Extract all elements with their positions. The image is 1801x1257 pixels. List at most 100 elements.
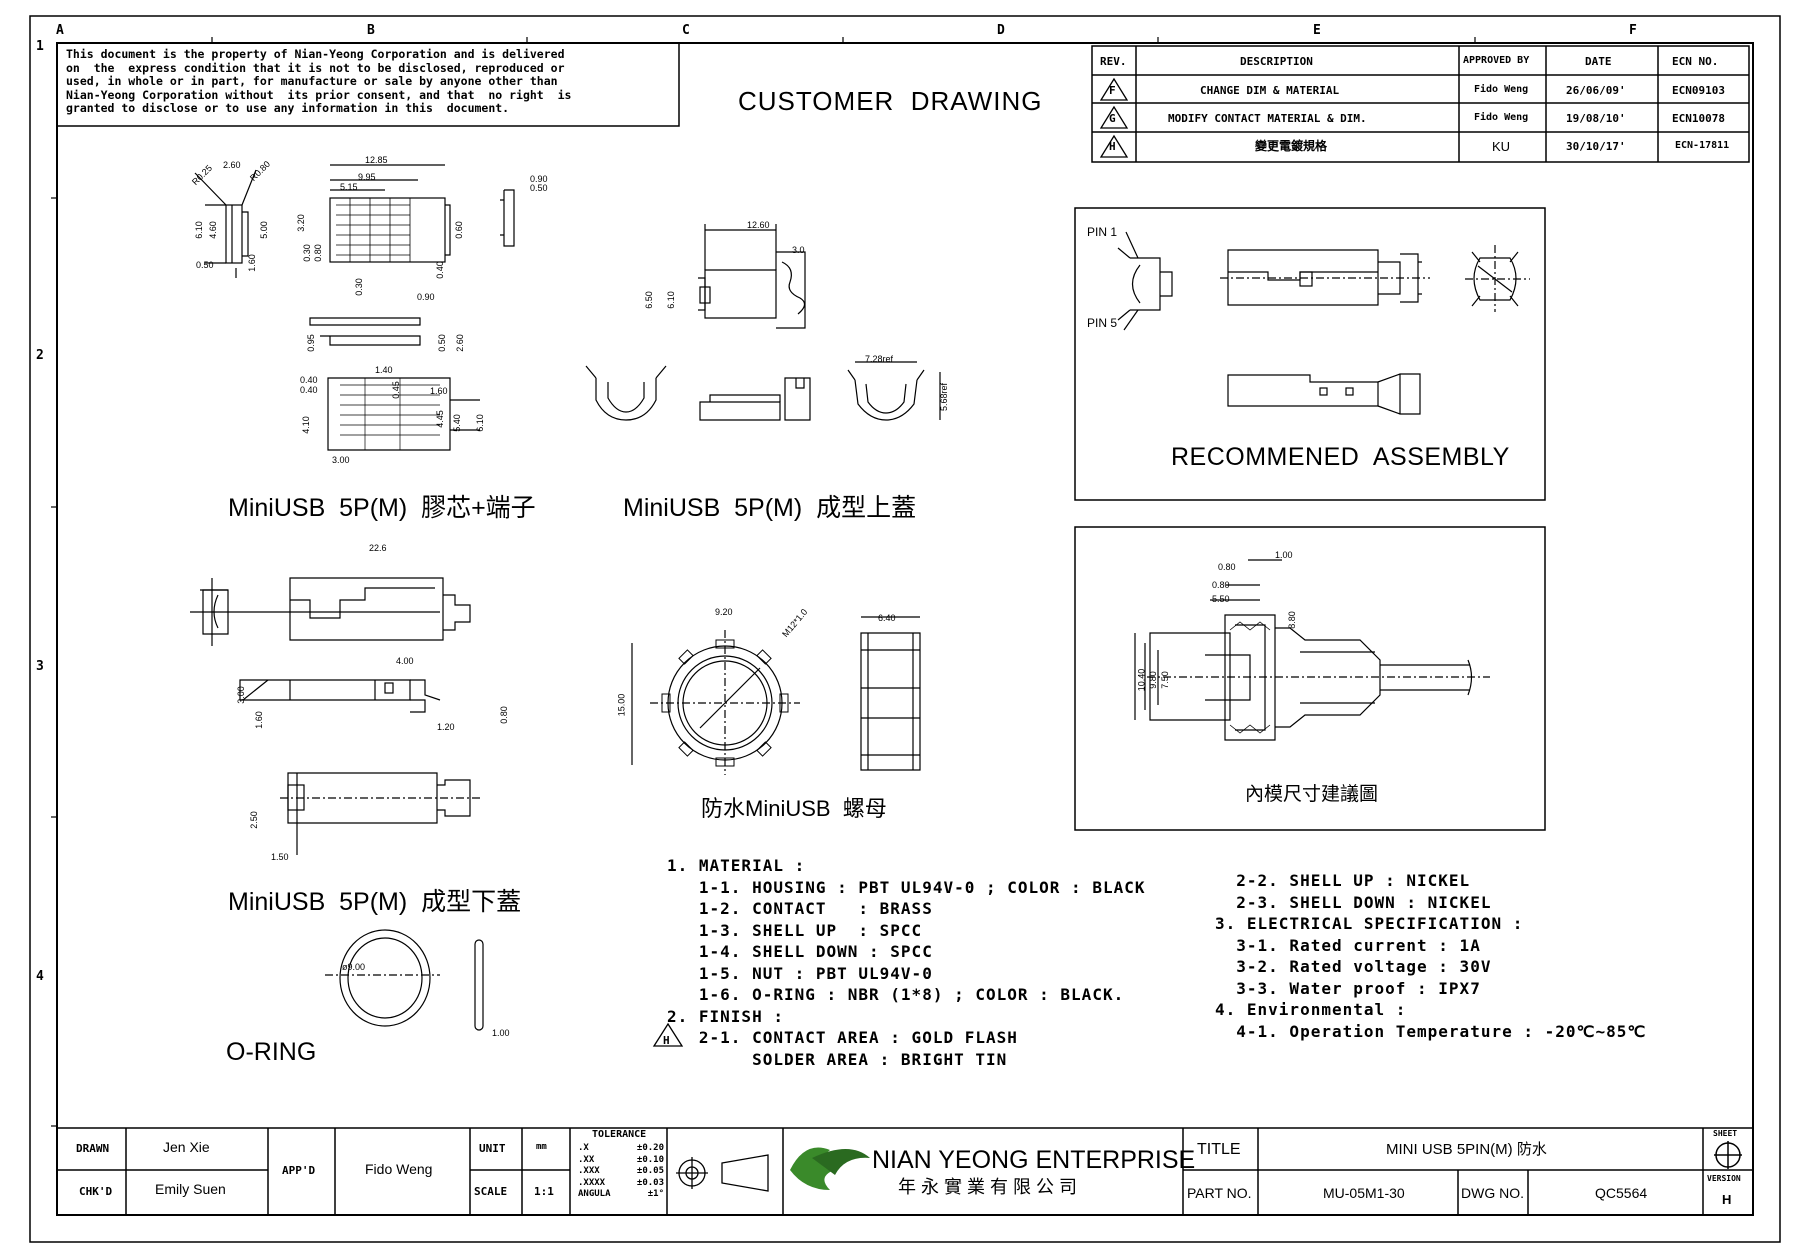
note-line: 1. MATERIAL : <box>667 856 806 875</box>
dim-label: 0.60 <box>453 221 464 239</box>
dim-label: 5.50 <box>1212 594 1230 604</box>
tolerance-row: .XXX ±0.05 <box>578 1166 664 1178</box>
dim-label: 12.85 <box>365 155 388 165</box>
view2-drawing <box>585 224 941 421</box>
dim-label: 0.80 <box>312 244 323 262</box>
tolerance-key: .X <box>578 1143 589 1153</box>
rev-row-letter: G <box>1109 112 1116 125</box>
tolerance-key: .XXX <box>578 1166 600 1176</box>
rev-row-date: 19/08/10' <box>1566 112 1626 125</box>
note-line: 1-4. SHELL DOWN : SPCC <box>667 942 933 961</box>
dim-label: 2.50 <box>248 811 259 829</box>
note-line: 3-2. Rated voltage : 30V <box>1215 957 1492 976</box>
dim-label: 1.50 <box>271 852 289 862</box>
view3-drawing <box>190 577 480 855</box>
tolerance-value: ±0.10 <box>636 1154 664 1165</box>
note-line: 1-3. SHELL UP : SPCC <box>667 920 923 940</box>
tolerance-row: .XXXX ±0.03 <box>578 1178 664 1190</box>
dim-label: 0.80 <box>1218 562 1236 572</box>
dim-label: 0.90 <box>417 292 435 302</box>
note-line: 4. Environmental : <box>1215 1000 1407 1019</box>
tolerance-key: .XXXX <box>578 1177 606 1188</box>
dim-label: 0.50 <box>196 260 214 270</box>
drawing-title: CUSTOMER DRAWING <box>738 86 1043 116</box>
dim-label: 4.00 <box>396 656 414 666</box>
tolerance-value: ±0.05 <box>636 1166 664 1176</box>
dim-label: 0.40 <box>300 385 318 395</box>
partno-value: MU-05M1-30 <box>1323 1185 1405 1201</box>
grid-row-1: 1 <box>36 39 44 54</box>
company-name-en: NIAN YEONG ENTERPRISE <box>872 1146 1196 1174</box>
dim-label: 6.10 <box>193 221 204 239</box>
disclaimer: This document is the property of Nian-Ye… <box>66 47 572 116</box>
rev-header-description: DESCRIPTION <box>1240 55 1313 68</box>
dim-label: 5.40 <box>451 414 462 432</box>
dim-label: 0.45 <box>390 381 401 399</box>
dim-label: 7.50 <box>1159 671 1170 689</box>
rev-row-letter: F <box>1109 84 1116 97</box>
grid-row-4: 4 <box>36 969 44 984</box>
rev-row-description: 變更電鍍規格 <box>1255 139 1328 153</box>
tolerance-key: .XX <box>578 1154 595 1165</box>
dim-label: 3.00 <box>235 686 246 704</box>
dim-label: 2.60 <box>454 334 465 352</box>
dim-label: 0.80 <box>498 706 509 724</box>
dim-label: 1.60 <box>430 386 448 396</box>
finish-rev-letter: H <box>663 1034 670 1047</box>
note-line: 3-1. Rated current : 1A <box>1215 935 1481 955</box>
disclaimer-line: Nian-Yeong Corporation without its prior… <box>66 87 572 102</box>
dim-label: 5.68ref <box>939 382 950 412</box>
view1-drawing <box>194 164 515 451</box>
grid-col-a: A <box>56 23 64 38</box>
partno-label: PART NO. <box>1187 1185 1252 1201</box>
dim-label: 6.10 <box>665 291 676 309</box>
tolerance-row: .X±0.20 <box>578 1143 664 1155</box>
note-line: 2. FINISH : <box>667 1006 784 1026</box>
title-value: MINI USB 5PIN(M) 防水 <box>1386 1141 1547 1158</box>
disclaimer-line: This document is the property of Nian-Ye… <box>66 47 565 61</box>
appd-label: APP'D <box>282 1164 316 1177</box>
company-logo <box>790 1147 870 1190</box>
dim-label: 0.40 <box>434 261 445 279</box>
sheet-label: SHEET <box>1713 1129 1738 1138</box>
dim-label: 9.95 <box>358 172 376 182</box>
rev-row-description: CHANGE DIM & MATERIAL <box>1200 84 1340 97</box>
view2-caption: MiniUSB 5P(M) 成型上蓋 <box>623 494 917 522</box>
dim-label: 3.00 <box>332 455 350 465</box>
dim-label: 9.20 <box>715 607 733 617</box>
dim-label: 0.50 <box>436 334 447 352</box>
note-line: 1-6. O-RING : NBR (1*8) ; COLOR : BLACK. <box>667 985 1125 1004</box>
grid-col-e: E <box>1313 23 1321 38</box>
title-label: TITLE <box>1197 1141 1241 1158</box>
dim-label: 1.60 <box>246 254 257 272</box>
version-value: H <box>1722 1192 1732 1207</box>
disclaimer-line: granted to disclose or to use any inform… <box>66 101 510 115</box>
dim-label: 12.60 <box>747 220 770 230</box>
dim-label: 1.00 <box>1275 550 1293 560</box>
dim-label: 22.6 <box>369 543 387 553</box>
version-label: VERSION <box>1707 1174 1741 1183</box>
dim-label: 0.80 <box>1212 580 1230 590</box>
notes-left: 1. MATERIAL : 1-1. HOUSING : PBT UL94V-0… <box>667 855 1145 1070</box>
tolerance-label: TOLERANCE <box>592 1129 647 1140</box>
dim-label: 1.20 <box>437 722 455 732</box>
view5-drawing <box>325 929 484 1031</box>
dim-label: 0.95 <box>305 334 316 352</box>
rev-row-approved: Fido Weng <box>1474 112 1529 123</box>
tolerance-value: ±0.03 <box>636 1177 664 1188</box>
dim-label: 4.60 <box>207 221 218 239</box>
view4-drawing <box>631 616 921 775</box>
title-block-frame <box>56 1127 1754 1216</box>
unit-value: mm <box>536 1142 547 1152</box>
grid-col-b: B <box>367 23 375 38</box>
dim-label: 5.15 <box>340 182 358 192</box>
dim-label: 4.10 <box>300 416 311 434</box>
rev-row-ecn: ECN09103 <box>1672 84 1725 97</box>
dim-label: 8.80 <box>1286 611 1297 629</box>
notes-right: 2-2. SHELL UP : NICKEL 2-3. SHELL DOWN :… <box>1215 870 1646 1042</box>
grid-row-2: 2 <box>36 348 44 363</box>
dim-label: 15.00 <box>616 693 627 717</box>
tolerance-value: ±1° <box>647 1189 664 1199</box>
dim-label: 9.80 <box>1147 671 1158 689</box>
